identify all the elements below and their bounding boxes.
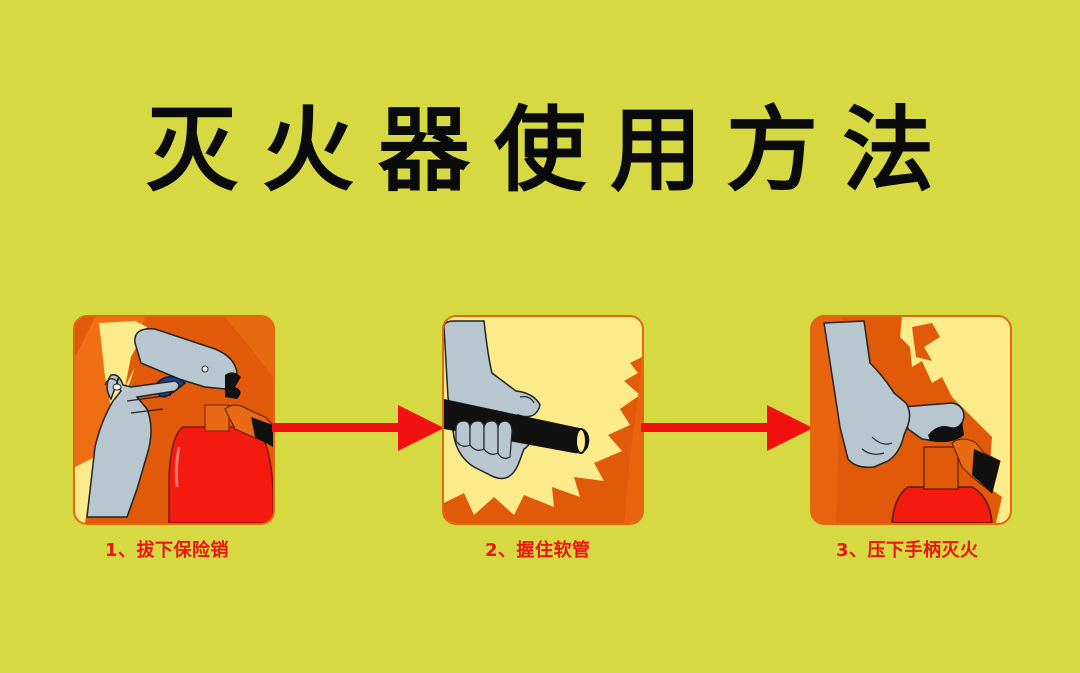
step-2-caption: 2、握住软管 [485, 540, 591, 561]
press-handle-illustration [812, 317, 1010, 523]
step-2-illustration [444, 317, 642, 523]
pull-safety-pin-illustration [75, 317, 273, 523]
arrow-right-icon [641, 402, 813, 454]
step-3-illustration [812, 317, 1010, 523]
grip-hose-illustration [444, 317, 642, 523]
step-1-illustration [75, 317, 273, 523]
step-3-caption: 3、压下手柄灭火 [836, 540, 979, 561]
page-title: 灭火器使用方法 [145, 97, 958, 204]
arrow-right-icon [272, 402, 444, 454]
step-1-caption: 1、拔下保险销 [105, 540, 230, 561]
